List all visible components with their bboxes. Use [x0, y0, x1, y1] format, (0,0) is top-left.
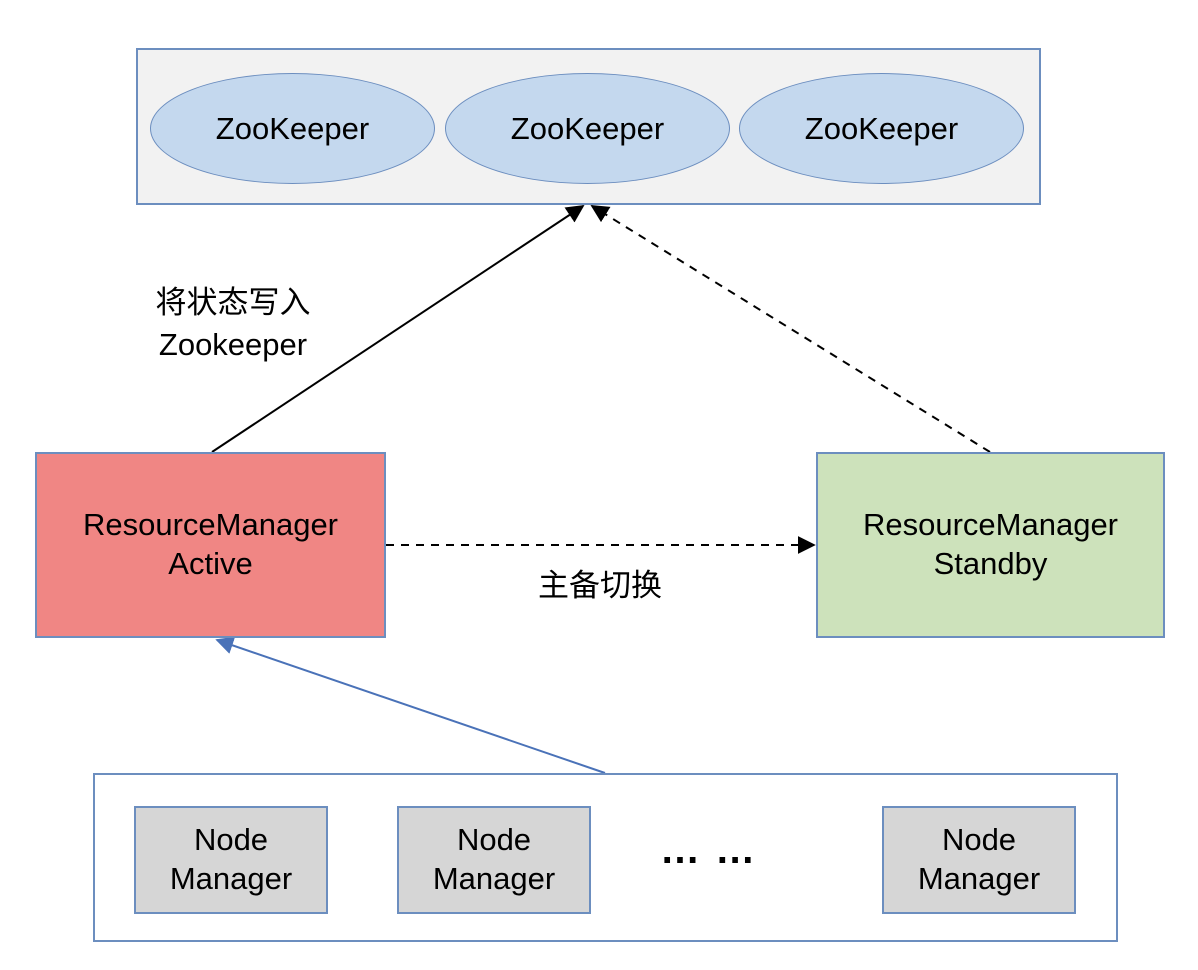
write-state-label-line1: 将状态写入	[155, 285, 311, 320]
zookeeper-node-3: ZooKeeper	[739, 73, 1024, 184]
resource-manager-standby: ResourceManager Standby	[816, 452, 1165, 638]
zookeeper-node-label: ZooKeeper	[804, 110, 959, 146]
zookeeper-node-label: ZooKeeper	[510, 110, 665, 146]
zookeeper-node-label: ZooKeeper	[215, 110, 370, 146]
resource-manager-active: ResourceManager Active	[35, 452, 386, 638]
node-report-arrow	[215, 636, 606, 774]
node-manager-1: Node Manager	[134, 806, 328, 914]
zookeeper-node-2: ZooKeeper	[445, 73, 730, 184]
rm-standby-title: ResourceManager	[862, 507, 1119, 543]
more-nodes-ellipsis: … …	[660, 828, 758, 872]
rm-standby-state: Standby	[933, 546, 1048, 581]
rm-active-state: Active	[168, 546, 253, 581]
node-manager-3: Node Manager	[882, 806, 1076, 914]
node-manager-label-line1: Node	[193, 822, 269, 858]
node-manager-label-line2: Manager	[169, 861, 293, 896]
standby-watch-arrow	[590, 205, 991, 453]
node-manager-label-line1: Node	[941, 822, 1017, 858]
write-state-label-line2: Zookeeper	[158, 326, 308, 362]
zookeeper-node-1: ZooKeeper	[150, 73, 435, 184]
node-manager-label-line2: Manager	[917, 861, 1041, 896]
node-manager-label-line2: Manager	[432, 861, 556, 896]
write-state-arrow	[211, 205, 585, 453]
rm-active-title: ResourceManager	[82, 507, 339, 543]
write-state-label: 将状态写入 Zookeeper	[128, 282, 338, 366]
node-manager-2: Node Manager	[397, 806, 591, 914]
node-manager-label-line1: Node	[456, 822, 532, 858]
failover-label: 主备切换	[538, 568, 662, 603]
